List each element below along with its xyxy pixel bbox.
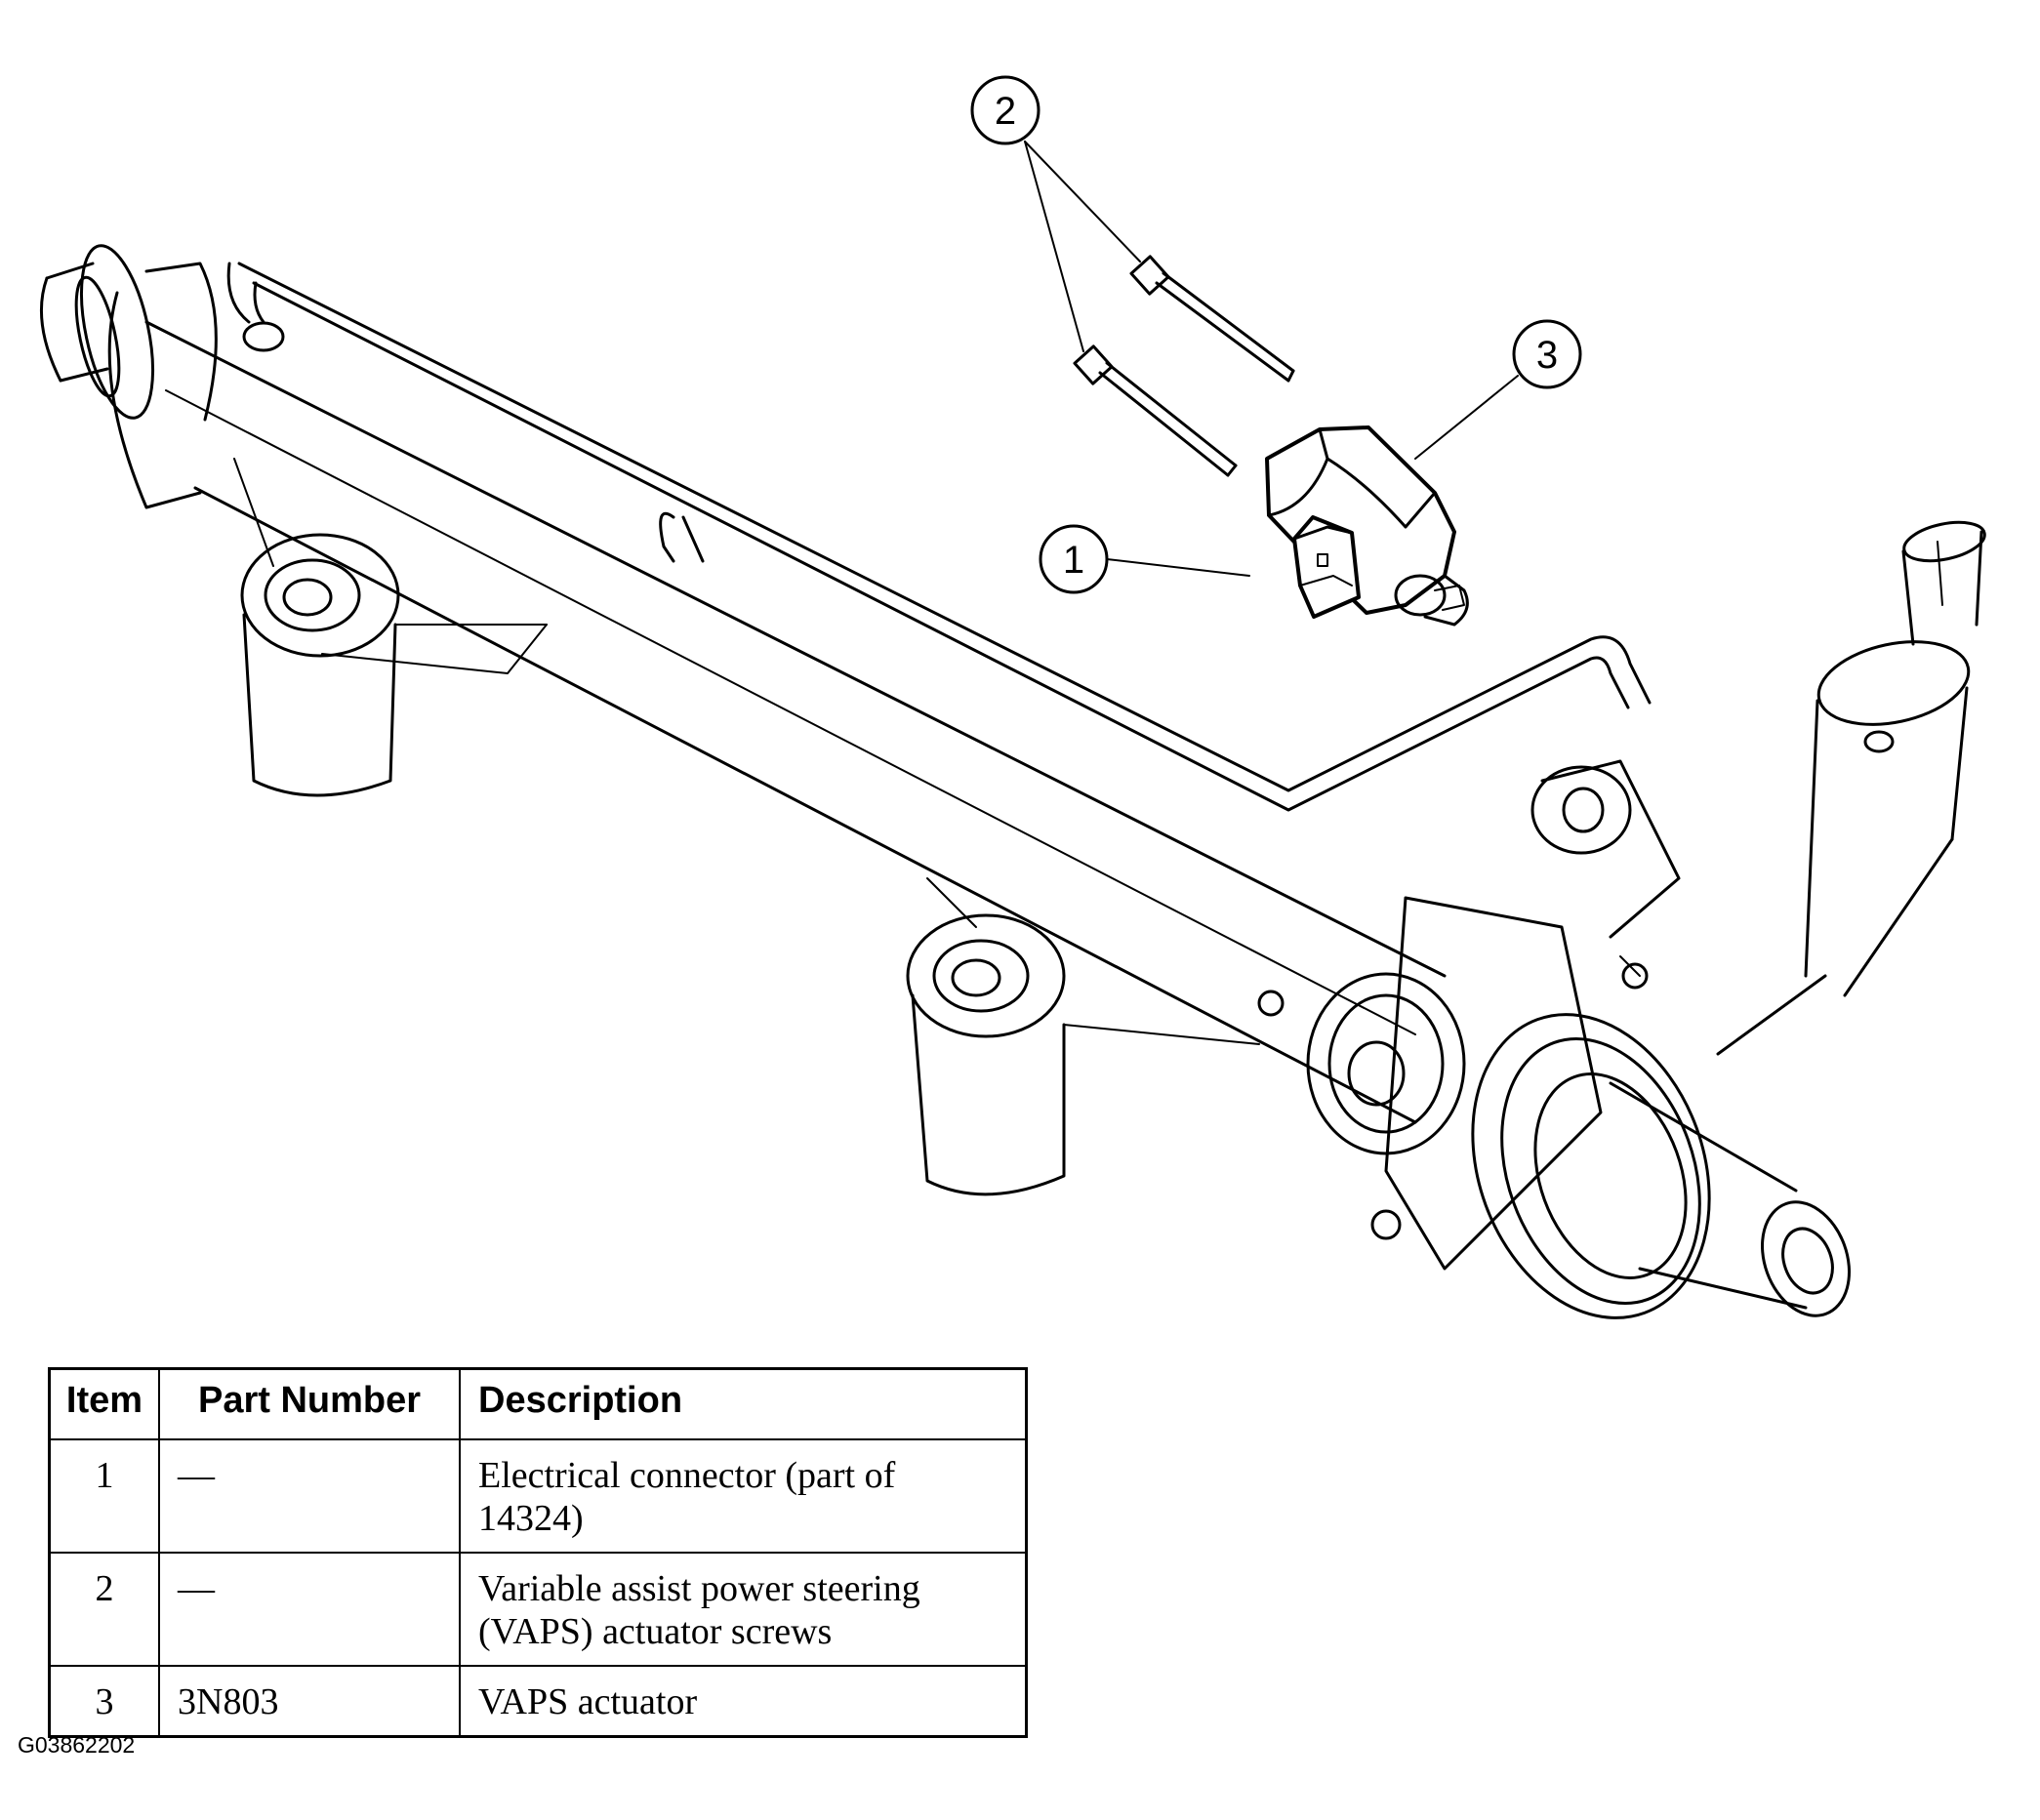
rack-right-end [1471, 1013, 1851, 1319]
header-part-number: Part Number [158, 1367, 461, 1440]
table-header-row: Item Part Number Description [48, 1367, 1028, 1440]
pinion-shaft [1716, 520, 1986, 1056]
table-row: 3 3N803 VAPS actuator [48, 1665, 1028, 1738]
screw-upper [1129, 255, 1295, 383]
screw-lower [1073, 344, 1238, 477]
callout-1: 1 [1039, 524, 1250, 594]
vaps-actuator [1265, 425, 1469, 627]
parts-table: Item Part Number Description 1 — Electri… [48, 1367, 1028, 1738]
mounting-bushing-right [906, 877, 1260, 1196]
rack-left-end [39, 244, 218, 422]
row-item: 2 [48, 1552, 160, 1667]
header-description: Description [459, 1367, 1028, 1440]
callout-3-label: 3 [1536, 334, 1558, 377]
row-part-number: 3N803 [158, 1665, 461, 1738]
actuator-screws [1073, 255, 1295, 477]
callout-2-label: 2 [995, 90, 1016, 133]
row-item: 1 [48, 1438, 160, 1554]
figure-id: G03862202 [18, 1732, 136, 1758]
mounting-bushing-left [240, 533, 548, 797]
electrical-connector [1292, 515, 1361, 619]
row-part-number: — [158, 1438, 461, 1554]
row-item: 3 [48, 1665, 160, 1738]
table-row: 2 — Variable assist power steering (VAPS… [48, 1552, 1028, 1667]
callout-1-label: 1 [1063, 539, 1084, 582]
steering-gear-diagram: 2 3 1 [39, 75, 1986, 1319]
callout-2: 2 [970, 75, 1141, 352]
row-part-number: — [158, 1552, 461, 1667]
header-item: Item [48, 1367, 160, 1440]
rack-housing [107, 291, 1447, 1124]
valve-body [1257, 759, 1681, 1271]
callout-3: 3 [1414, 319, 1582, 460]
row-description: Variable assist power steering (VAPS) ac… [459, 1552, 1028, 1667]
pressure-line [226, 262, 1652, 812]
row-description: VAPS actuator [459, 1665, 1028, 1738]
table-row: 1 — Electrical connector (part of 14324) [48, 1438, 1028, 1554]
row-description: Electrical connector (part of 14324) [459, 1438, 1028, 1554]
